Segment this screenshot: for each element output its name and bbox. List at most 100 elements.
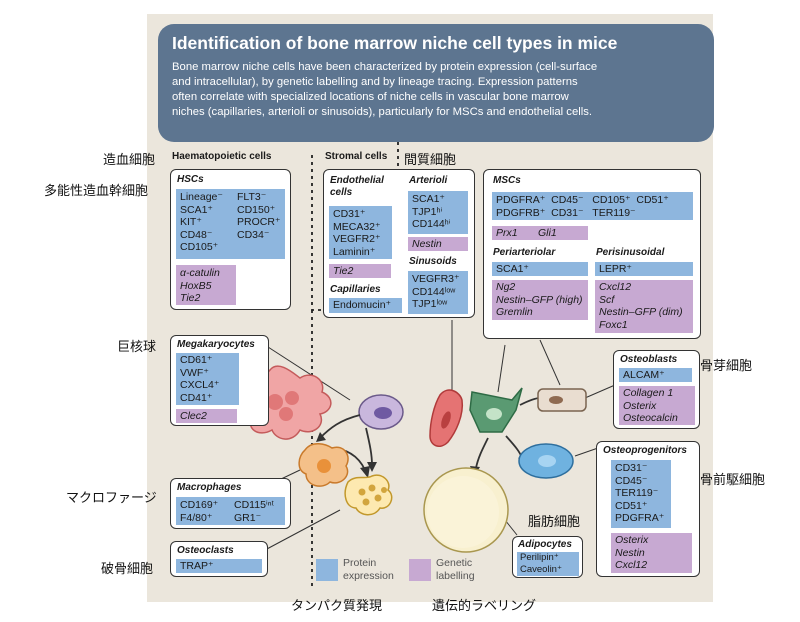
jp-label-genetic: 遺伝的ラベリング [432,599,537,614]
legend-line: Genetic [436,557,473,569]
connector-line [574,447,599,457]
marker-label: CD41⁺ [180,391,213,404]
marker-label: SCA1⁺ [180,203,213,216]
legend-swatch-genetic [409,559,431,581]
arrow-head [316,432,326,442]
marker-label: CD45⁻ [615,474,648,487]
macrophages-protein-markers: CD169⁺ F4/80⁺ [180,499,218,524]
marker-label: GR1⁻ [234,511,262,524]
macrophage-nucleus [317,459,331,473]
jp-label-osteoclast: 破骨細胞 [101,562,154,577]
osteoclast-cell [344,474,393,516]
marker-label: Collagen 1 [623,387,674,399]
protein-expression-block [517,552,579,576]
osteoclast-nucleus [362,498,370,506]
macrophages-box: Macrophages CD169⁺ F4/80⁺ CD115ⁱⁿᵗ GR1⁻ [170,478,291,529]
marker-label: CD115ⁱⁿᵗ [234,499,274,511]
stromal-header: Stromal cells [325,151,388,162]
protein-expression-block [329,206,392,259]
legend-label-protein: Protein expression [343,557,394,582]
legend-line: Protein [343,557,377,569]
jp-label-adipocyte: 脂肪細胞 [528,515,581,530]
marker-label: Osteocalcin [623,412,678,424]
marker-label: TER119⁻ [592,207,636,219]
osteoclasts-protein-marker: TRAP⁺ [180,560,214,572]
marker-label: Gli1 [538,227,557,239]
mscs-title: MSCs [493,175,521,186]
marker-label: Cxcl12 [599,281,632,293]
periarteriolar-title: Periarteriolar [493,247,556,258]
marker-label: Laminin⁺ [333,245,376,258]
arterioli-title: Arterioli [409,175,448,186]
connector-line [539,339,561,386]
endothelial-protein-markers: CD31⁺ MECA32⁺ VEGFR2⁺ Laminin⁺ [333,208,381,258]
marker-label: SCA1⁺ [412,193,445,205]
marker-label: Osterix [615,534,649,546]
title-line: cells [330,187,353,198]
megakaryocytes-protein-markers: CD61⁺ VWF⁺ CXCL4⁺ CD41⁺ [180,354,219,404]
jp-label-osteoprogenitor: 骨前駆細胞 [700,473,766,488]
genetic-labelling-block [492,280,588,320]
description-line: often correlate with specialized locatio… [172,91,569,103]
title-line: Endothelial [330,175,384,186]
genetic-labelling-block [176,265,236,305]
marker-label: VWF⁺ [180,366,209,379]
protein-expression-block [176,497,285,525]
vascular-cells-box: Endothelial cells CD31⁺ MECA32⁺ VEGFR2⁺ … [323,169,475,318]
arterioli-protein-markers: SCA1⁺ TJP1ʰⁱ CD144ʰⁱ [412,193,451,231]
osteoblasts-title: Osteoblasts [620,354,678,365]
marker-label: Nestin [615,546,645,559]
perisinusoidal-title: Perisinusoidal [596,247,665,258]
connector-line [264,509,341,551]
arrow-head [367,462,377,472]
figure-description: Bone marrow niche cells have been charac… [172,60,700,120]
marker-label: Cxcl12 [615,559,648,571]
endothelial-title: Endothelial cells [330,175,384,199]
osteoblasts-genetic-markers: Collagen 1 Osterix Osteocalcin [623,387,678,425]
marker-label: FLT3⁻ [237,191,267,203]
osteoclast-nucleus [368,484,376,492]
marker-label: Nestin–GFP (high) [496,293,583,306]
osteoblasts-box: Osteoblasts ALCAM⁺ Collagen 1 Osterix Os… [613,350,700,429]
protein-expression-block [176,189,285,259]
genetic-labelling-block [329,264,391,278]
osteoclast-nucleus [374,494,382,502]
description-line: niches (capillaries, arterioli or sinuso… [172,106,593,118]
adipocytes-protein-markers: Perilipin⁺ Caveolin⁺ [520,552,562,575]
marker-label: Lineage⁻ [180,191,223,203]
connector-line [584,384,616,399]
marker-label: Caveolin⁺ [520,563,562,575]
periarteriolar-genetic-markers: Ng2 Nestin–GFP (high) Gremlin [496,281,583,319]
osteoprogenitors-title: Osteoprogenitors [603,445,687,456]
marker-label: PROCR⁺ [237,216,281,228]
macrophages-title: Macrophages [177,482,242,493]
arterioli-genetic-marker: Nestin [412,238,442,250]
marker-label: CD31⁻ [551,207,584,219]
marker-label: VEGFR2⁺ [333,233,381,245]
legend-line: labelling [436,569,475,582]
endothelial-genetic-marker: Tie2 [333,265,354,277]
marker-label: CD150⁺ [237,203,276,216]
arrow-head [360,466,370,478]
hsc-title: HSCs [177,174,204,185]
marker-label: Prx1 [496,227,518,239]
jp-label-hsc: 多能性造血幹細胞 [44,184,149,199]
perisinusoidal-protein-marker: LEPR⁺ [599,263,632,275]
protein-expression-block [176,353,239,405]
jp-label-osteoblast: 骨芽細胞 [700,359,753,374]
differentiation-arrow [365,427,373,466]
marker-label: MECA32⁺ [333,220,381,233]
marker-label: Tie2 [180,292,201,304]
protein-expression-block [329,298,402,313]
capillaries-protein-marker: Endomucin⁺ [333,299,392,311]
marker-label: Osterix [623,399,657,412]
jp-label-protein: タンパク質発現 [291,599,383,614]
haematopoietic-header: Haematopoietic cells [172,151,272,162]
marker-label: CD51⁺ [615,499,648,512]
osteoblasts-protein-marker: ALCAM⁺ [623,369,665,381]
osteoprogenitors-genetic-markers: Osterix Nestin Cxcl12 [615,534,648,572]
marker-label: CXCL4⁺ [180,379,220,391]
sinusoids-title: Sinusoids [409,256,457,267]
genetic-labelling-block [492,226,588,240]
marker-label: Perilipin⁺ [520,552,559,563]
